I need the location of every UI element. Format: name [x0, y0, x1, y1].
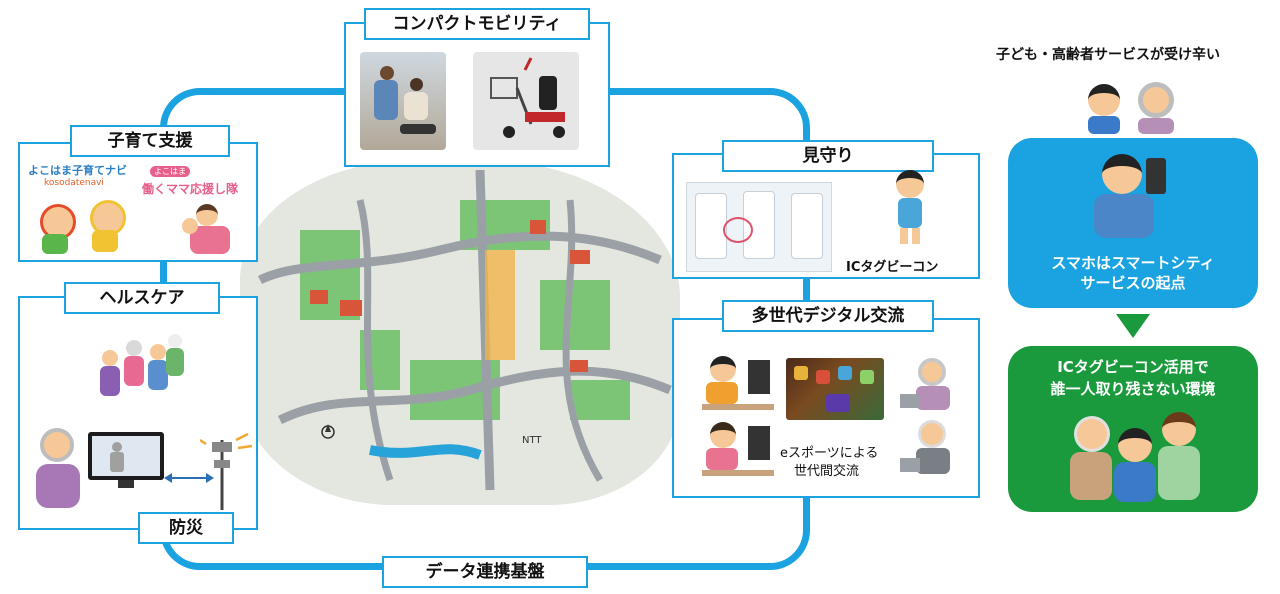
elderly-man-gamer-illustration — [900, 418, 960, 480]
family-illustration — [1064, 408, 1204, 504]
mobility-photo-scooter — [473, 52, 579, 150]
worried-elderly-illustration — [1132, 80, 1182, 136]
smartphone-box-line2: サービスの起点 — [1080, 274, 1186, 292]
disaster-title: 防災 — [138, 512, 234, 544]
double-arrow-icon — [164, 473, 214, 483]
watch-title: 見守り — [722, 140, 934, 172]
mama-logo-tag: よこはま — [150, 166, 190, 177]
right-heading: 子ども・高齢者サービスが受け辛い — [996, 47, 1220, 63]
elderly-woman-illustration — [30, 426, 90, 516]
data-platform-label: データ連携基盤 — [382, 556, 588, 588]
navi-logo-sub: kosodatenavi — [44, 178, 104, 188]
healthcare-title: ヘルスケア — [64, 282, 220, 314]
map-label-ntt: NTT — [522, 435, 542, 446]
esports-game-screen — [786, 358, 884, 420]
smartphone-user-illustration — [1094, 150, 1174, 246]
smartphone-box-line1: スマホはスマートシティ — [1051, 254, 1215, 272]
health-monitor-illustration — [88, 432, 164, 492]
watch-app-screenshot — [686, 182, 832, 272]
childcare-mama-logo: よこはま 働くママ応援し隊 — [142, 160, 254, 256]
digital-exchange-caption-1: eスポーツによる — [780, 446, 879, 461]
childcare-navi-logo: よこはま子育てナビ kosodatenavi — [26, 160, 146, 256]
elderly-woman-gamer-illustration — [900, 356, 960, 416]
digital-exchange-caption-2: 世代間交流 — [794, 464, 860, 479]
watch-caption: ICタグビーコン — [846, 260, 939, 275]
scooter-icon — [490, 57, 565, 138]
down-arrow-icon — [1116, 314, 1150, 338]
digital-exchange-title: 多世代デジタル交流 — [722, 300, 934, 332]
ic-tag-box-line1: ICタグビーコン活用で — [1057, 358, 1209, 376]
worried-child-illustration — [1082, 82, 1126, 136]
mobility-photo-people — [360, 52, 446, 150]
childcare-title: 子育て支援 — [70, 125, 230, 157]
girl-gamer-illustration — [700, 420, 780, 480]
map-illustration: NTT — [240, 160, 680, 505]
city-map: NTT — [240, 160, 680, 505]
siren-speaker-icon — [200, 432, 253, 510]
mama-logo-text: 働くママ応援し隊 — [142, 182, 239, 196]
navi-logo-text: よこはま子育てナビ — [28, 164, 127, 177]
compact-mobility-title: コンパクトモビリティ — [364, 8, 590, 40]
boy-gamer-illustration — [700, 354, 780, 414]
child-with-tag-illustration — [890, 168, 930, 246]
ic-tag-box-line2: 誰一人取り残さない環境 — [1050, 380, 1216, 398]
exercise-people-illustration — [96, 330, 186, 410]
